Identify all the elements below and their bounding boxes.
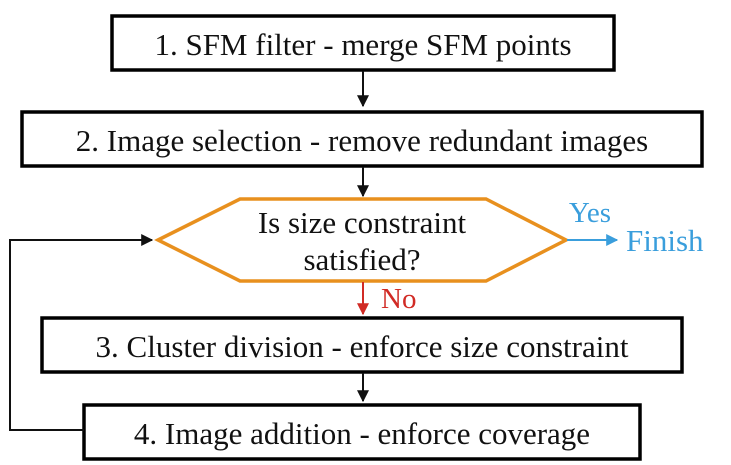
step-4-box: 4. Image addition - enforce coverage <box>82 403 642 461</box>
finish-label: Finish <box>626 223 704 258</box>
step-1-label: 1. SFM filter - merge SFM points <box>154 27 571 62</box>
step-1-box: 1. SFM filter - merge SFM points <box>110 14 616 72</box>
step-3-box: 3. Cluster division - enforce size const… <box>40 316 684 374</box>
decision-hexagon: Is size constraint satisfied? <box>154 197 570 283</box>
step-2-label: 2. Image selection - remove redundant im… <box>76 123 648 158</box>
decision-label-line1: Is size constraint <box>258 205 467 240</box>
decision-label-line2: satisfied? <box>303 242 420 277</box>
loop-arrow-step4-to-decision <box>9 234 154 431</box>
step-3-label: 3. Cluster division - enforce size const… <box>96 329 629 364</box>
no-label: No <box>381 283 416 315</box>
step-2-box: 2. Image selection - remove redundant im… <box>20 110 704 168</box>
step-4-label: 4. Image addition - enforce coverage <box>134 416 590 451</box>
yes-label: Yes <box>569 197 611 229</box>
